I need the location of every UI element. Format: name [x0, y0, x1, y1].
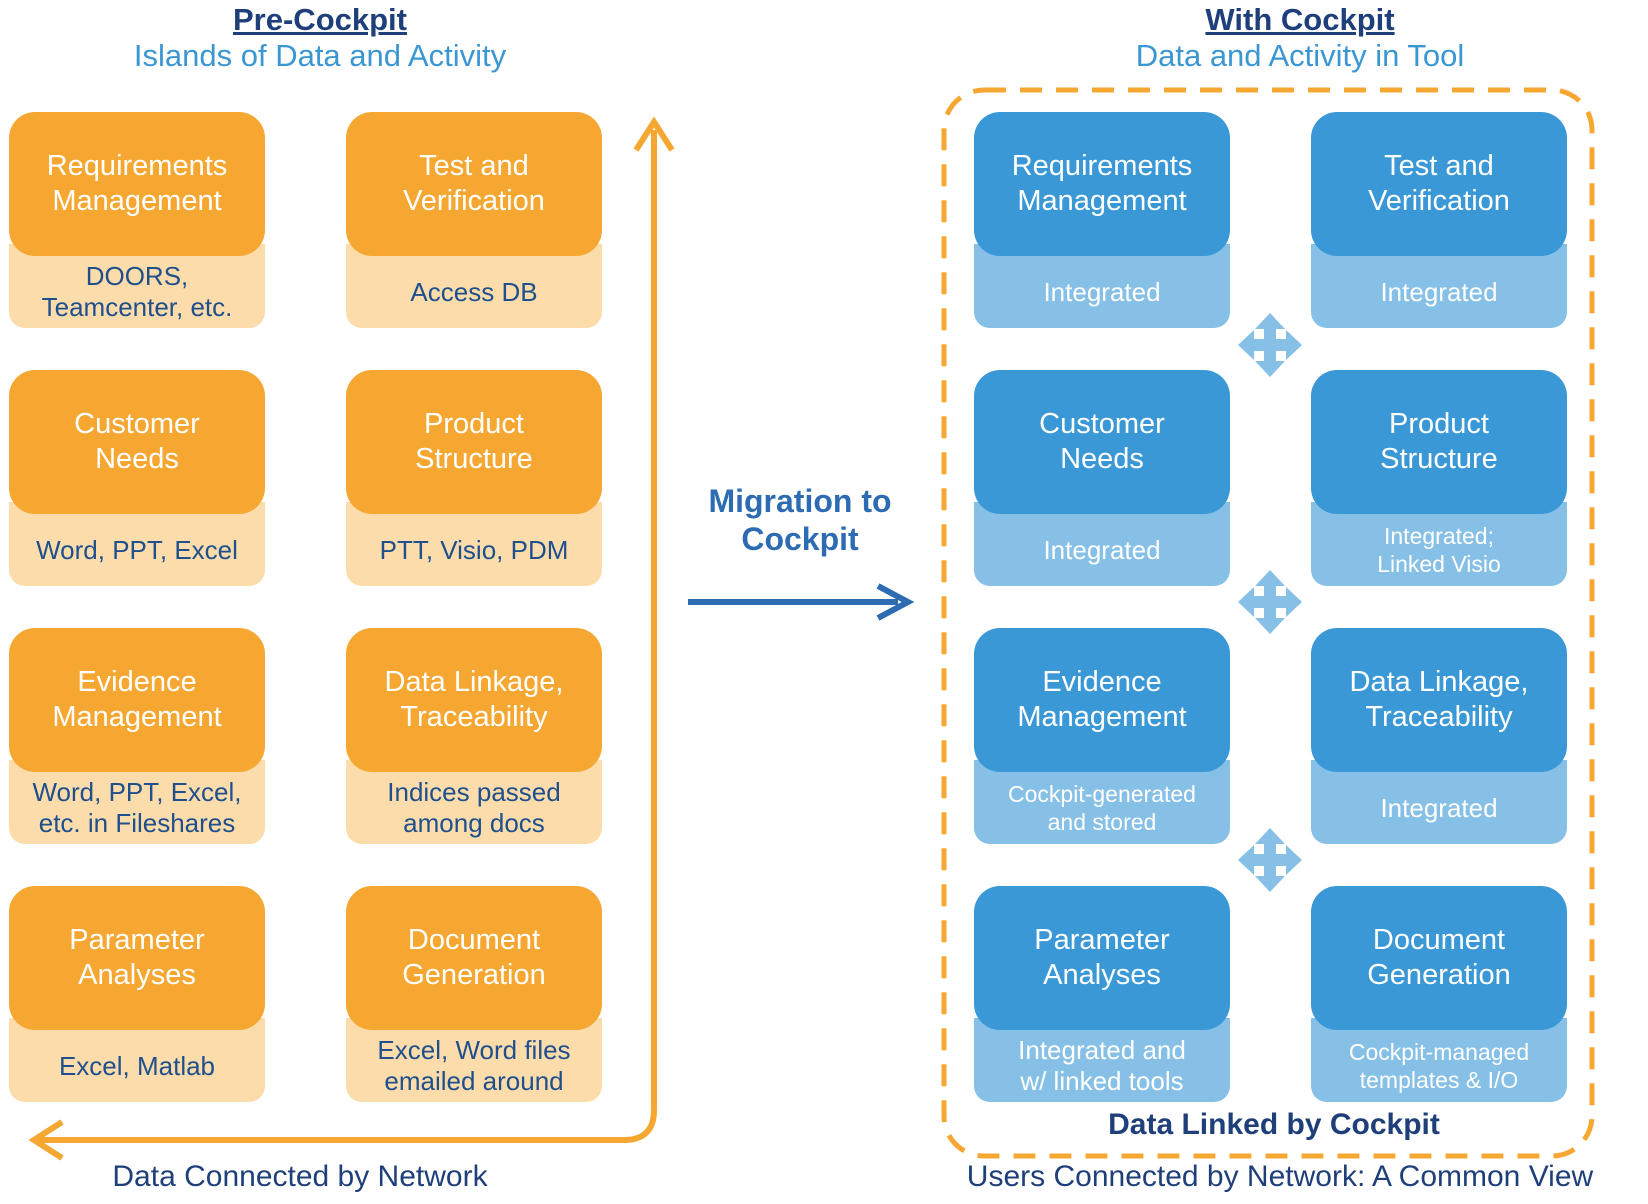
cockpit-card-test: Test and Verification Integrated — [1311, 112, 1567, 328]
card-foot: Integrated — [974, 244, 1230, 328]
card-foot: Indices passed among docs — [346, 760, 602, 844]
pre-card-product-structure: Product Structure PTT, Visio, PDM — [346, 370, 602, 586]
four-way-arrow-icon — [1238, 570, 1302, 634]
cockpit-card-requirements: Requirements Management Integrated — [974, 112, 1230, 328]
pre-card-test: Test and Verification Access DB — [346, 112, 602, 328]
pre-card-parameter: Parameter Analyses Excel, Matlab — [9, 886, 265, 1102]
card-head: Customer Needs — [974, 370, 1230, 514]
pre-card-data-linkage: Data Linkage, Traceability Indices passe… — [346, 628, 602, 844]
migration-arrowhead — [876, 583, 915, 621]
cockpit-card-parameter: Parameter Analyses Integrated and w/ lin… — [974, 886, 1230, 1102]
network-arrowhead-left — [28, 1119, 64, 1161]
card-foot: Integrated and w/ linked tools — [974, 1018, 1230, 1102]
card-head: Requirements Management — [974, 112, 1230, 256]
card-foot: Integrated; Linked Visio — [1311, 502, 1567, 586]
card-foot: Integrated — [1311, 760, 1567, 844]
card-foot: Excel, Matlab — [9, 1018, 265, 1102]
card-foot: Access DB — [346, 244, 602, 328]
pre-cockpit-subtitle: Islands of Data and Activity — [133, 38, 507, 73]
card-head: Requirements Management — [9, 112, 265, 256]
card-head: Evidence Management — [974, 628, 1230, 772]
card-foot: Cockpit-generated and stored — [974, 760, 1230, 844]
card-foot: Word, PPT, Excel, etc. in Fileshares — [9, 760, 265, 844]
card-head: Product Structure — [1311, 370, 1567, 514]
migration-label: Migration to Cockpit — [708, 483, 892, 557]
pre-card-document: Document Generation Excel, Word files em… — [346, 886, 602, 1102]
right-caption: Users Connected by Network: A Common Vie… — [966, 1160, 1594, 1193]
network-connector-line — [38, 130, 657, 1143]
card-foot: Cockpit-managed templates & I/O — [1311, 1018, 1567, 1102]
four-way-arrow-icon — [1238, 828, 1302, 892]
card-foot: Word, PPT, Excel — [9, 502, 265, 586]
card-foot: DOORS, Teamcenter, etc. — [9, 244, 265, 328]
pre-card-requirements: Requirements Management DOORS, Teamcente… — [9, 112, 265, 328]
card-head: Document Generation — [346, 886, 602, 1030]
with-cockpit-subtitle: Data and Activity in Tool — [1135, 38, 1465, 73]
cockpit-boundary — [941, 87, 1595, 1159]
left-caption: Data Connected by Network — [112, 1160, 488, 1193]
card-head: Test and Verification — [1311, 112, 1567, 256]
four-way-arrow-icon — [1238, 313, 1302, 377]
card-head: Test and Verification — [346, 112, 602, 256]
card-head: Document Generation — [1311, 886, 1567, 1030]
card-head: Parameter Analyses — [9, 886, 265, 1030]
network-arrowhead-up — [633, 116, 675, 152]
card-head: Customer Needs — [9, 370, 265, 514]
card-head: Product Structure — [346, 370, 602, 514]
cockpit-card-data-linkage: Data Linkage, Traceability Integrated — [1311, 628, 1567, 844]
card-head: Parameter Analyses — [974, 886, 1230, 1030]
cockpit-card-evidence: Evidence Management Cockpit-generated an… — [974, 628, 1230, 844]
pre-card-customer-needs: Customer Needs Word, PPT, Excel — [9, 370, 265, 586]
card-foot: Integrated — [974, 502, 1230, 586]
card-foot: Integrated — [1311, 244, 1567, 328]
cockpit-card-customer-needs: Customer Needs Integrated — [974, 370, 1230, 586]
card-foot: Excel, Word files emailed around — [346, 1018, 602, 1102]
card-foot: PTT, Visio, PDM — [346, 502, 602, 586]
card-head: Data Linkage, Traceability — [1311, 628, 1567, 772]
pre-card-evidence: Evidence Management Word, PPT, Excel, et… — [9, 628, 265, 844]
card-head: Data Linkage, Traceability — [346, 628, 602, 772]
data-linked-label: Data Linked by Cockpit — [1108, 1108, 1440, 1141]
card-head: Evidence Management — [9, 628, 265, 772]
cockpit-card-document: Document Generation Cockpit-managed temp… — [1311, 886, 1567, 1102]
cockpit-card-product-structure: Product Structure Integrated; Linked Vis… — [1311, 370, 1567, 586]
with-cockpit-title: With Cockpit — [1205, 2, 1395, 37]
pre-cockpit-title: Pre-Cockpit — [233, 2, 407, 37]
